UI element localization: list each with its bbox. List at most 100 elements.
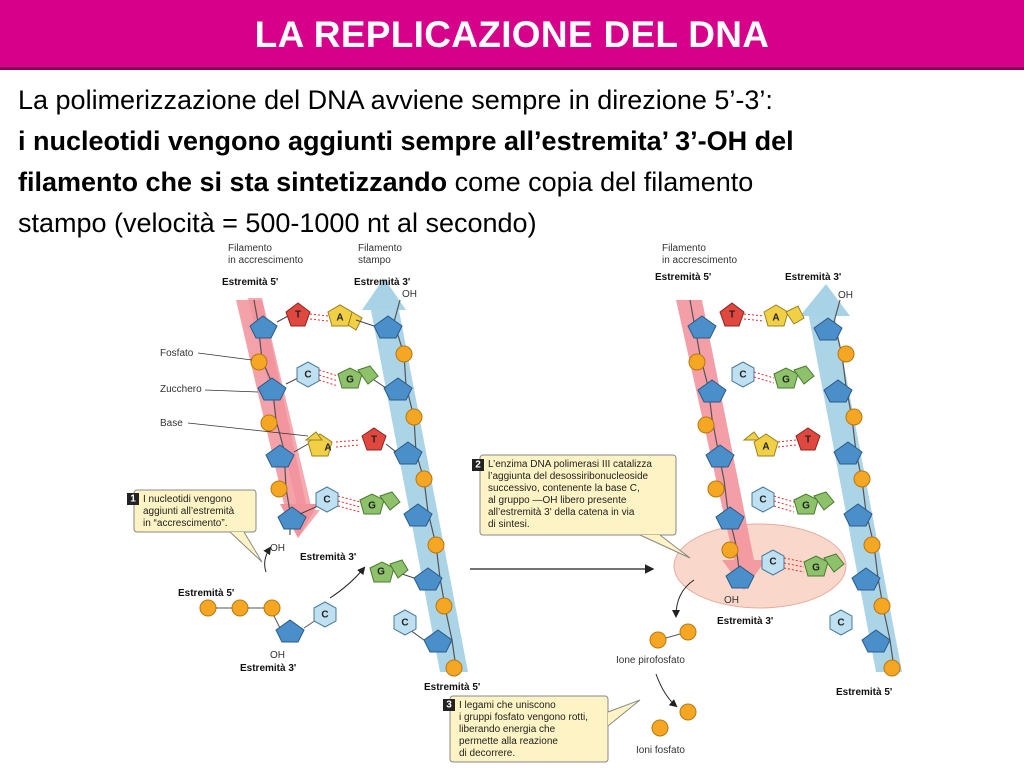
base-c: [731, 361, 755, 388]
svg-text:liberando energia che: liberando energia che: [459, 724, 556, 735]
growing-strand-label: Filamento: [228, 243, 272, 254]
phosphate-circle: [405, 408, 423, 426]
svg-text:L’enzima DNA polimerasi III ca: L’enzima DNA polimerasi III catalizza: [488, 459, 652, 470]
end3-label: Estremità 3': [300, 552, 356, 563]
svg-text:A: A: [762, 442, 769, 453]
phosphate-circle: [270, 480, 288, 498]
phosphate-ion-circle: [679, 703, 697, 721]
sugar-pentagon: [843, 503, 873, 527]
base-c: [829, 609, 853, 636]
base-g: [803, 555, 829, 577]
phosphate-circle: [395, 345, 413, 363]
base-c: [296, 361, 320, 388]
svg-text:C: C: [759, 495, 766, 506]
svg-text:I nucleotidi vengono: I nucleotidi vengono: [143, 494, 232, 505]
base-t: [719, 302, 745, 327]
end3-label: Estremità 3': [240, 663, 296, 674]
callout-step-1: 1 I nucleotidi vengono aggiunti all’estr…: [127, 489, 263, 563]
svg-text:T: T: [729, 310, 735, 321]
callout-step-2: 2 L’enzima DNA polimerasi III catalizza …: [472, 454, 691, 559]
svg-text:di decorrere.: di decorrere.: [459, 748, 515, 759]
base-g: [369, 561, 395, 583]
template-strand-arrow-right: [808, 312, 902, 672]
svg-text:al gruppo —OH libero presente: al gruppo —OH libero presente: [488, 495, 627, 506]
svg-text:T: T: [295, 310, 301, 321]
end3-label: Estremità 3': [785, 272, 841, 283]
phosphate-circle: [837, 345, 855, 363]
sugar-pentagon: [715, 506, 745, 530]
phosphate-circle: [260, 414, 278, 432]
phosphate-circle: [721, 541, 739, 559]
end5-label: Estremità 5': [424, 682, 480, 693]
svg-text:C: C: [401, 618, 408, 629]
base-g: [337, 367, 363, 389]
template-strand-label: Filamento: [358, 243, 402, 254]
growing-strand-nucleotides-right: [687, 315, 755, 589]
svg-text:aggiunti all’estremità: aggiunti all’estremità: [143, 506, 235, 517]
intro-line-4: stampo (velocità = 500-1000 nt al second…: [18, 208, 537, 238]
phosphate-ion-circle: [651, 719, 669, 737]
svg-text:di sintesi.: di sintesi.: [488, 519, 530, 530]
svg-text:T: T: [371, 435, 377, 446]
sugar-pentagon: [393, 441, 423, 465]
end5-label: Estremità 5': [222, 277, 278, 288]
sugar-pentagon: [833, 441, 863, 465]
growing-strand-label-2: in accrescimento: [228, 255, 303, 266]
growing-strand-nucleotides: [249, 315, 307, 530]
phosphate-circle: [435, 597, 453, 615]
sugar-pentagon: [275, 619, 305, 643]
base-c: [761, 549, 785, 576]
sugar-pentagon: [705, 444, 735, 468]
sugar-pentagon: [725, 565, 755, 589]
svg-text:in “accrescimento”.: in “accrescimento”.: [143, 518, 227, 529]
phosphate-circle: [853, 470, 871, 488]
sugar-pentagon: [423, 629, 453, 653]
pyrophosphate-circle: [679, 623, 697, 641]
sugar-pentagon: [687, 315, 717, 339]
svg-text:C: C: [837, 618, 844, 629]
sugar-pentagon: [851, 567, 881, 591]
base-pairs-left: T A C G A T: [276, 302, 425, 641]
sugar-pentagon: [257, 377, 287, 401]
phosphate-circle: [250, 353, 268, 371]
svg-text:2: 2: [475, 460, 481, 471]
sugar-pentagon: [383, 377, 413, 401]
end3-label: Estremità 3': [717, 616, 773, 627]
svg-text:C: C: [304, 370, 311, 381]
intro-line-3-rest: come copia del filamento: [447, 167, 754, 197]
pyrophosphate-label: Ione pirofosfato: [616, 655, 685, 666]
base-c: [313, 601, 337, 628]
svg-text:1: 1: [130, 494, 136, 505]
title-bar: LA REPLICAZIONE DEL DNA: [0, 0, 1024, 70]
svg-text:I legami che uniscono: I legami che uniscono: [459, 700, 556, 711]
oh-label: OH: [838, 290, 853, 301]
sugar-pentagon: [277, 506, 307, 530]
phosphate-circle: [707, 480, 725, 498]
phosphate-circle: [873, 597, 891, 615]
sugar-pentagon: [823, 379, 853, 403]
sugar-pentagon: [373, 315, 403, 339]
end5-label: Estremità 5': [178, 588, 234, 599]
base-g: [359, 493, 385, 515]
svg-text:G: G: [346, 375, 354, 386]
intro-line-2: i nucleotidi vengono aggiunti sempre all…: [18, 121, 1013, 162]
end5-label: Estremità 5': [836, 687, 892, 698]
intro-line-3-bold: filamento che si sta sintetizzando: [18, 167, 448, 197]
intro-text: La polimerizzazione del DNA avviene semp…: [18, 80, 1013, 244]
oh-label: OH: [724, 595, 739, 606]
phosphate-circle: [688, 353, 706, 371]
base-g: [773, 367, 799, 389]
svg-text:3: 3: [446, 700, 452, 711]
oh-label: OH: [270, 650, 285, 661]
svg-text:G: G: [802, 501, 810, 512]
svg-text:G: G: [782, 375, 790, 386]
phosphate-label: Fosfato: [160, 348, 194, 359]
end3-label: Estremità 3': [354, 277, 410, 288]
template-strand-nucleotides-right: [813, 317, 901, 677]
phosphate-circle: [415, 470, 433, 488]
template-strand-label-2: stampo: [358, 255, 391, 266]
svg-text:A: A: [324, 443, 331, 454]
callout-step-3: 3 I legami che uniscono i gruppi fosfato…: [443, 695, 641, 763]
oh-label: OH: [402, 289, 417, 300]
svg-text:successivo, contenente la base: successivo, contenente la base C,: [488, 483, 640, 494]
